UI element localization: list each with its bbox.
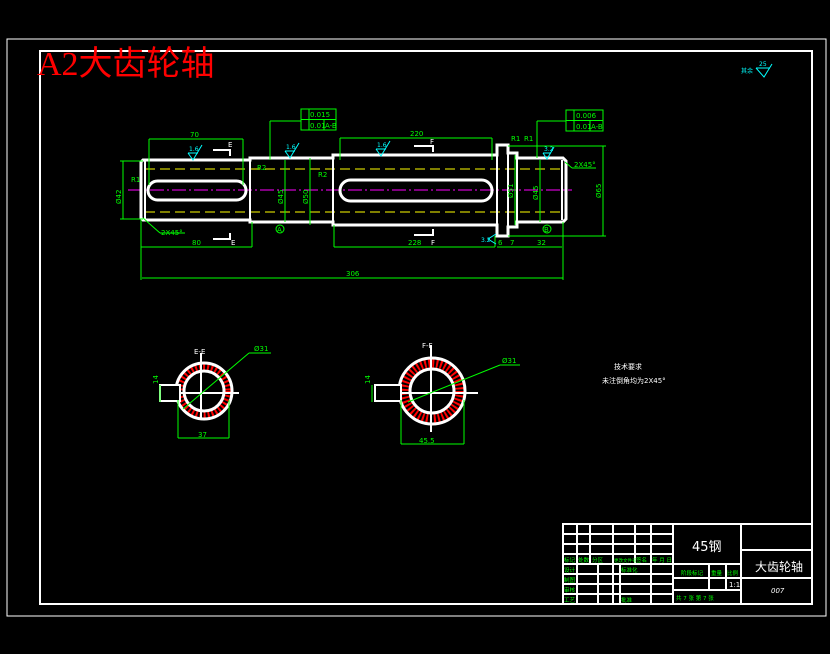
radius-label: R1 <box>511 135 520 143</box>
radius-label: R2 <box>318 171 327 179</box>
radius-label: R1 <box>524 135 533 143</box>
tb-std: 标准化 <box>621 566 638 574</box>
section-mark: F <box>430 138 434 146</box>
section-f-depth: 45.5 <box>419 437 435 445</box>
roughness-value: 1.6 <box>286 144 296 151</box>
section-e-title: E-E <box>194 348 205 356</box>
chamfer-right: 2X45° <box>574 161 596 169</box>
dim-6: 6 <box>498 239 503 247</box>
tb-row-label: 设计 <box>564 566 576 574</box>
section-e-dia: Ø31 <box>254 345 268 353</box>
tb-row-label: 制图 <box>564 576 576 584</box>
section-f-title: F-F <box>422 342 433 350</box>
section-mark: F <box>431 239 435 247</box>
roughness-value: 1.6 <box>189 146 199 153</box>
tolerance-value: 0.01 <box>310 122 326 130</box>
dim-228: 228 <box>408 239 421 247</box>
tb-row-label: 审核 <box>564 586 576 594</box>
roughness-value: 3.2 <box>481 237 491 244</box>
radius-label: R2 <box>257 164 266 172</box>
datum-a: A <box>277 226 282 234</box>
dim-dia42: Ø42 <box>115 190 123 204</box>
dim-32: 32 <box>537 239 546 247</box>
tb-header: 分区 <box>592 556 604 564</box>
tb-header: 处数 <box>578 556 590 564</box>
keyway-e <box>146 179 248 202</box>
roughness-symbol-icon <box>375 140 391 157</box>
tb-weight: 重量 <box>711 569 723 577</box>
tolerance-value: 0.01 <box>576 123 592 131</box>
section-e-depth: 37 <box>198 431 207 439</box>
tb-header: 更改文件号 <box>614 557 637 564</box>
section-f-dia: Ø31 <box>502 357 516 365</box>
chamfer-left: 2X45° <box>161 229 183 237</box>
roughness-symbol-icon <box>187 144 203 161</box>
dim-dia51: Ø51 <box>507 184 515 198</box>
tolerance-datum: A-B <box>591 123 603 131</box>
tb-header: 年 月 日 <box>652 556 672 564</box>
tolerance-datum: A-B <box>325 122 337 130</box>
roughness-symbol-icon <box>284 142 300 159</box>
tb-part-name: 大齿轮轴 <box>755 559 803 574</box>
tb-material: 45钢 <box>692 540 722 555</box>
section-f-width: 14 <box>364 375 372 384</box>
keyway-f <box>338 178 494 203</box>
radius-label: R1 <box>131 176 140 184</box>
roughness-value: 1.6 <box>377 142 387 149</box>
dim-7: 7 <box>510 239 514 247</box>
dim-306: 306 <box>346 270 360 278</box>
tolerance-value: 0.015 <box>310 111 330 119</box>
dim-220: 220 <box>410 130 423 138</box>
roughness-value: 25 <box>759 61 767 68</box>
general-roughness: 其余 25 <box>741 61 773 78</box>
outer-frame <box>6 38 827 617</box>
section-e-width: 14 <box>152 375 160 384</box>
dim-dia45: Ø45 <box>277 190 285 204</box>
dim-80: 80 <box>192 239 201 247</box>
title-block: 标记 处数 分区 更改文件号 签名 年 月 日 设计 制图 审核 工艺 标准化 … <box>562 523 813 605</box>
tech-requirements-line: 未注倒角均为2X45° <box>602 376 666 385</box>
datum-b: B <box>544 226 549 234</box>
tech-requirements-title: 技术要求 <box>614 362 642 371</box>
inner-border <box>39 50 813 605</box>
tb-row-label: 工艺 <box>564 597 576 604</box>
section-mark: E <box>228 141 232 149</box>
tb-drawing-no: 007 <box>771 587 785 595</box>
dim-dia50: Ø50 <box>302 190 310 204</box>
roughness-label: 其余 <box>741 67 753 75</box>
tb-header: 标记 <box>564 556 576 564</box>
dim-70: 70 <box>190 131 199 139</box>
tb-sheets: 共 7 张 第 7 张 <box>676 594 714 602</box>
title-stamp: A2大齿轮轴 <box>37 45 215 83</box>
roughness-symbol-icon <box>542 146 555 160</box>
tb-approve: 批准 <box>621 596 633 604</box>
tolerance-value: 0.006 <box>576 112 597 120</box>
tb-stage: 阶段标记 <box>681 569 704 577</box>
tb-header: 签名 <box>636 556 647 564</box>
tb-scale: 1:1 <box>729 581 740 589</box>
roughness-value: 3.2 <box>544 146 554 153</box>
section-e-view: E-E Ø31 37 14 <box>152 345 271 439</box>
tb-scale-label: 比例 <box>727 569 739 577</box>
dim-dia45b: Ø45 <box>532 186 540 200</box>
section-f-view: F-F Ø31 45.5 14 <box>364 342 520 445</box>
dim-dia65: Ø65 <box>595 184 603 198</box>
roughness-symbol-icon <box>487 233 497 245</box>
section-mark: E <box>231 239 235 247</box>
shaft-main-view: 70 220 80 228 6 7 32 306 2X45° 2X45° Ø65… <box>115 108 606 280</box>
